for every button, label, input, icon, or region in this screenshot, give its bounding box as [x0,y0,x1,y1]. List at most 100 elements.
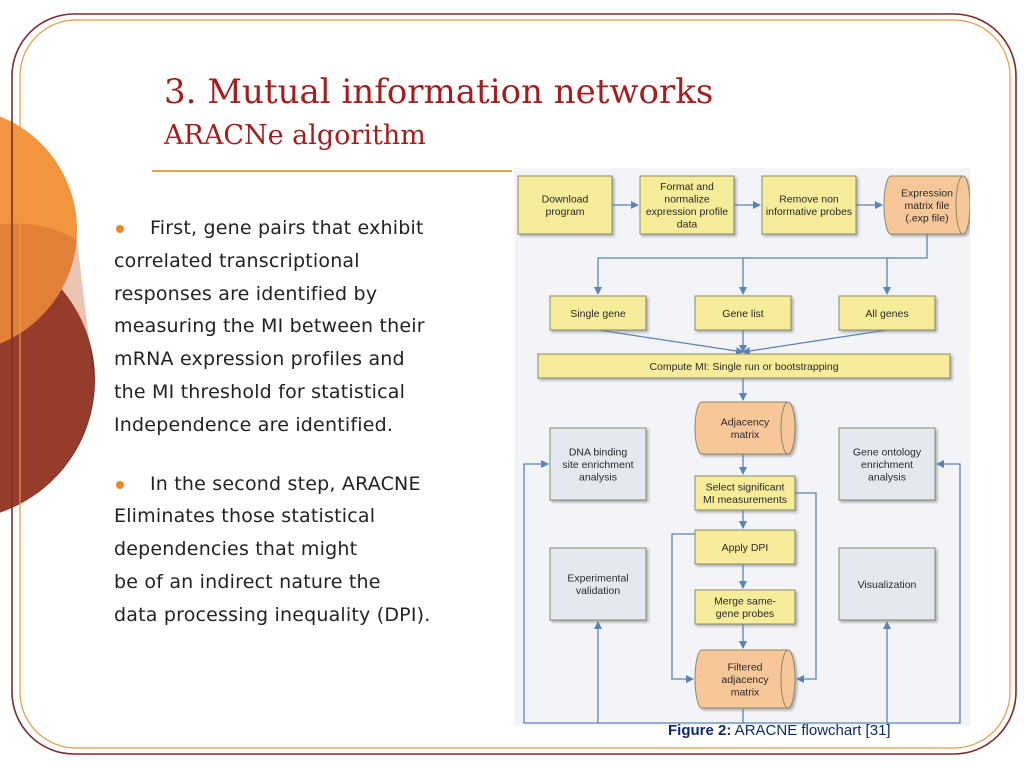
box-shape [517,175,613,235]
node-label: Apply DPI [722,542,769,554]
cylinder-edge [780,649,789,709]
node-label: (.exp file) [905,212,948,224]
node-label: Remove non [779,194,839,206]
node-apply-dpi: Apply DPI [694,529,796,565]
node-label: Format and [660,181,714,193]
bullet-line: Independence are identified. [114,413,394,436]
node-label: Visualization [858,579,917,591]
caption-text: ARACNE flowchart [31] [731,722,891,739]
box-shape [694,589,796,625]
bullet-line: mRNA expression profiles and [114,348,405,371]
node-label: matrix file [905,200,950,212]
node-label: enrichment [861,459,913,471]
node-label: normalize [664,194,710,206]
node-label: matrix [731,686,760,698]
node-label: Gene list [722,308,764,320]
node-label: analysis [868,471,906,483]
bullet-item-1: First, gene pairs that exhibit correlate… [114,212,514,442]
box-shape [549,295,647,331]
node-label: site enrichment [562,459,633,471]
flow-arrow [594,234,928,295]
cylinder-edge [780,401,789,455]
flow-arrow [795,492,817,683]
node-label: gene probes [716,608,774,620]
box-shape [838,427,936,501]
flow-arrow [523,460,598,724]
circle-overlap [0,223,94,513]
box-shape [694,529,796,565]
title-underline [152,170,512,172]
box-shape [694,475,796,511]
bullet-text: First, gene pairs that exhibit [150,217,424,239]
slide-title: 3. Mutual information networks [164,72,714,112]
caption-label: Figure 2: [668,722,732,739]
box-shape [838,295,936,331]
node-label: Merge same- [714,596,776,608]
bullet-line: In the second step, ARACNE [114,468,514,501]
node-label: Adjacency [721,417,770,429]
node-gene-list: Gene list [694,295,792,331]
box-shape [838,547,936,621]
bullet-line: data processing inequality (DPI). [114,603,431,626]
node-label: MI measurements [703,494,787,506]
node-label: validation [576,585,621,597]
figure-caption: Figure 2: ARACNE flowchart [31] [668,722,891,739]
node-label: Select significant [706,482,785,494]
node-label: Filtered [727,661,762,673]
box-shape [761,175,857,235]
cylinder-edge [955,175,964,235]
flow-arrow [597,329,744,355]
slide-frame-outer [11,13,1017,755]
bullet-line: correlated transcriptional [114,249,360,272]
box-shape [639,175,735,235]
bullet-line: be of an indirect nature the [114,570,381,593]
box-shape [549,547,647,621]
flowchart-arrows [523,201,961,724]
node-label: expression profile [646,206,728,218]
node-label: Download [542,194,589,206]
bullet-dot-icon [116,225,124,233]
bullet-line: responses are identified by [114,282,378,305]
flow-arrow [887,460,961,724]
node-label: program [545,206,584,218]
bullet-item-2: In the second step, ARACNE Eliminates th… [114,468,514,632]
bullet-line: First, gene pairs that exhibit [114,212,514,245]
bullet-line: dependencies that might [114,538,358,561]
bullet-line: measuring the MI between their [114,315,425,338]
decorative-circles [0,116,95,513]
box-shape [694,295,792,331]
node-label: Single gene [570,308,626,320]
bullet-line: Eliminates those statistical [114,505,376,528]
slide-subtitle: ARACNe algorithm [164,120,426,151]
bullet-line: the MI threshold for statistical [114,380,406,403]
node-label: informative probes [766,206,852,218]
bullet-dot-icon [116,480,124,489]
node-visualization: Visualization [838,547,936,621]
bullet-text: In the second step, ARACNE [150,472,421,495]
node-label: adjacency [721,674,769,686]
node-label: DNA binding [569,446,628,458]
node-label: All genes [865,308,908,320]
node-merge: Merge same-gene probes [694,589,796,625]
node-single-gene: Single gene [549,295,647,331]
node-compute-mi: Compute MI: Single run or bootstrapping [537,353,951,379]
slide-frame-inner [19,19,1011,749]
node-label: Compute MI: Single run or bootstrapping [649,361,838,373]
box-shape [549,427,647,501]
bullet-list: First, gene pairs that exhibit correlate… [114,212,514,658]
node-label: matrix [731,429,760,441]
flow-arrow [742,329,888,355]
